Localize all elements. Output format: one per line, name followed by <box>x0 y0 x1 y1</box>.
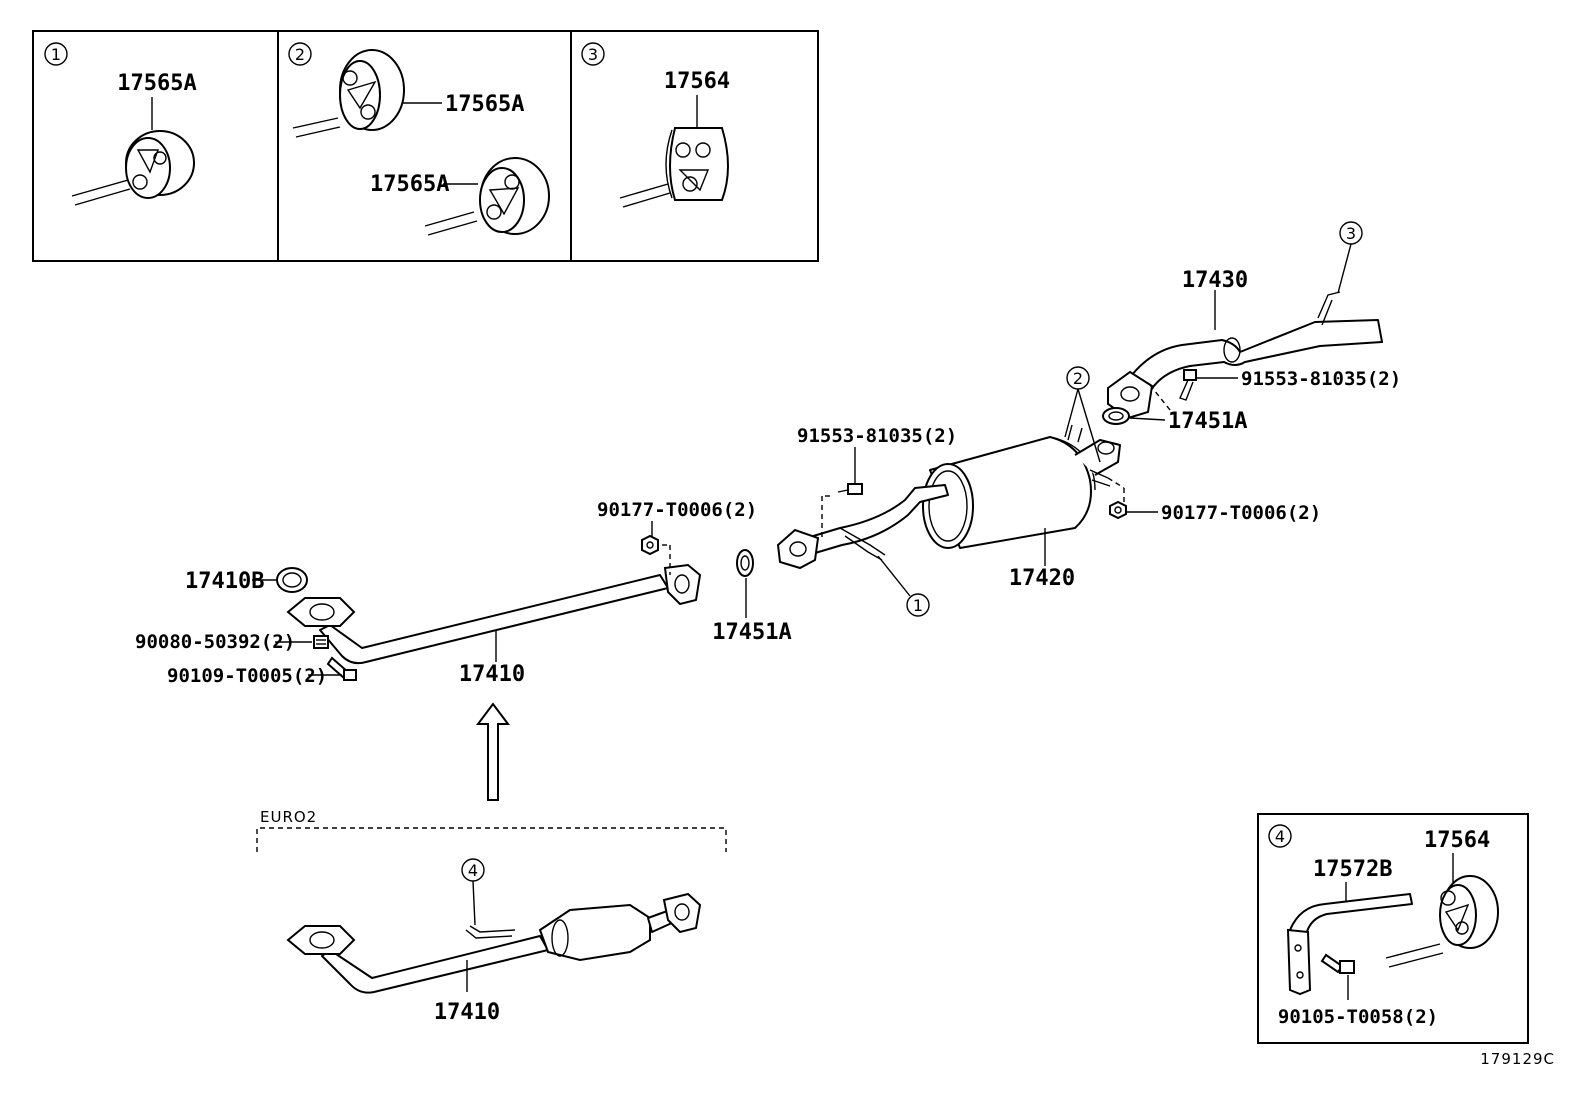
inset-number-2: 2 <box>295 45 305 64</box>
label-17410b: 17410B <box>185 569 264 594</box>
nut-icon <box>1109 500 1127 520</box>
inset-box-3: 3 17564 <box>570 30 819 262</box>
muffler-inlet-pipe <box>776 484 949 570</box>
callout-3: 3 <box>1346 224 1356 243</box>
inset-number-4: 4 <box>1275 827 1285 846</box>
inset-4-label-17564: 17564 <box>1424 828 1490 853</box>
label-17420: 17420 <box>1009 566 1075 591</box>
gasket-icon <box>276 567 308 593</box>
inset-box-1: 1 17565A <box>32 30 279 262</box>
inset-number-3: 3 <box>588 45 598 64</box>
inset-2-label-top: 17565A <box>445 92 524 117</box>
rubber-hanger-icon <box>125 130 195 199</box>
label-17430: 17430 <box>1182 268 1248 293</box>
front-pipe-euro2 <box>286 892 702 994</box>
tail-pipe-flange <box>1107 370 1154 420</box>
label-17410-euro2: 17410 <box>434 1000 500 1025</box>
callout-2: 2 <box>1073 369 1083 388</box>
gasket-icon <box>736 549 754 577</box>
inset-4-label-17572b: 17572B <box>1313 857 1392 882</box>
euro-label: EURO2 <box>260 808 317 826</box>
hanger-bracket <box>1286 893 1413 996</box>
label-91553-mid: 91553-81035(2) <box>797 425 957 447</box>
label-17410: 17410 <box>459 662 525 687</box>
bolt-icon <box>837 483 863 495</box>
label-90177-right: 90177-T0006(2) <box>1161 502 1321 524</box>
inset-3-label: 17564 <box>664 69 730 94</box>
arrow-up-icon <box>476 702 510 801</box>
label-90177-left: 90177-T0006(2) <box>597 499 757 521</box>
inset-box-2: 2 17565A 17565A <box>277 30 572 262</box>
bolt-icon <box>1179 369 1197 401</box>
label-91553-top: 91553-81035(2) <box>1241 368 1401 390</box>
inset-box-4: 4 17572B 17564 90105-T0058(2) <box>1257 813 1529 1044</box>
callout-4: 4 <box>468 861 478 880</box>
catalytic-converter <box>538 903 651 962</box>
gasket-icon <box>1102 407 1130 425</box>
rubber-hanger-icon <box>1439 875 1499 949</box>
rubber-hanger-icon <box>339 49 405 131</box>
inset-number-1: 1 <box>51 45 61 64</box>
label-90080: 90080-50392(2) <box>135 631 295 653</box>
rubber-hanger-icon <box>665 127 729 201</box>
inset-2-label-bottom: 17565A <box>370 172 449 197</box>
front-pipe <box>286 563 702 665</box>
label-17451a-front: 17451A <box>712 620 791 645</box>
inset-1-label: 17565A <box>117 71 196 96</box>
spring-icon <box>313 635 329 649</box>
label-17451a-rear: 17451A <box>1168 409 1247 434</box>
callout-1: 1 <box>913 596 923 615</box>
bolt-icon <box>326 656 357 681</box>
tail-pipe <box>1107 291 1383 420</box>
label-90109: 90109-T0005(2) <box>167 665 327 687</box>
figure-code: 179129C <box>1480 1050 1555 1068</box>
bolt-icon <box>1320 953 1355 974</box>
inset-4-label-90105: 90105-T0058(2) <box>1278 1006 1438 1028</box>
rubber-hanger-icon <box>479 157 550 235</box>
nut-icon <box>641 534 659 556</box>
